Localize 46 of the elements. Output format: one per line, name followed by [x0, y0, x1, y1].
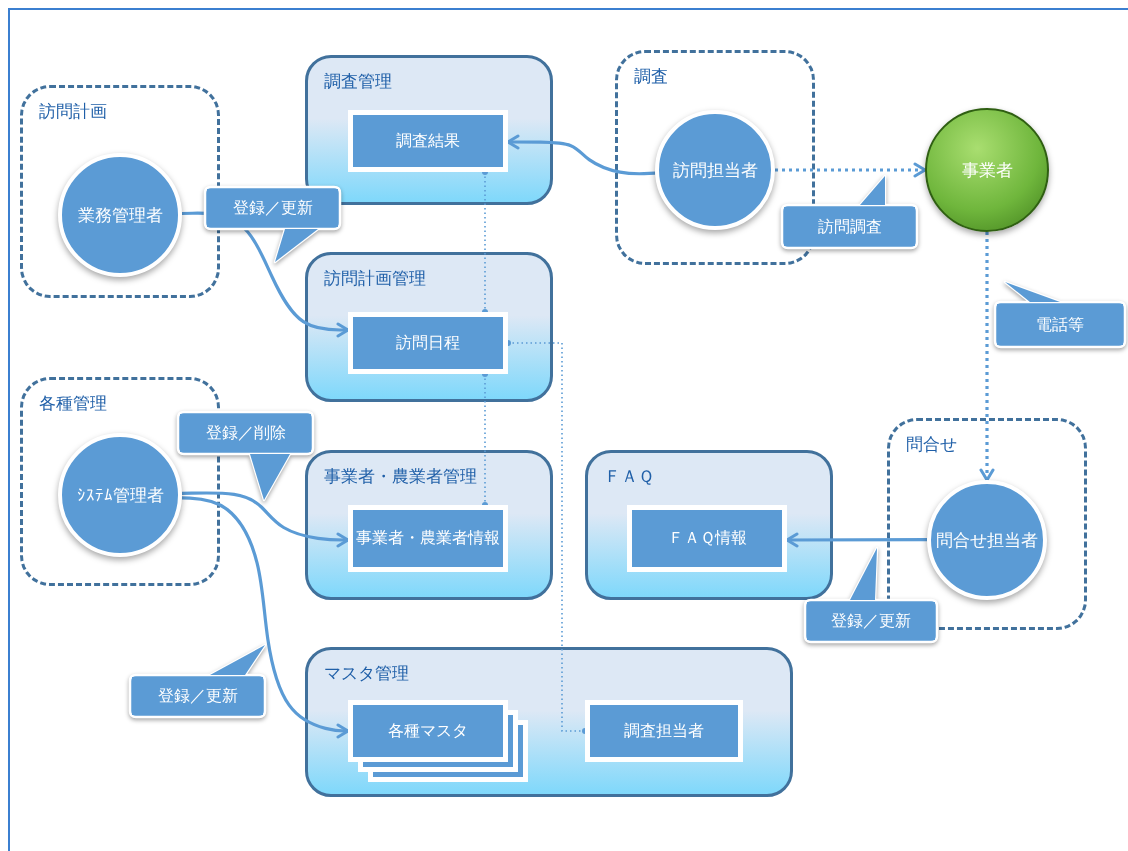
node-label: 事業者	[961, 158, 1013, 182]
group-title: 事業者・農業者管理	[324, 465, 477, 488]
node-label: ＦＡＱ情報	[667, 528, 747, 549]
node-label: 業務管理者	[77, 203, 163, 227]
group-title: 問合せ	[906, 433, 957, 456]
node-label: 調査結果	[396, 130, 460, 152]
arrow	[785, 532, 927, 548]
dotted-connector	[482, 169, 488, 315]
edge-label: 登録／更新	[157, 685, 238, 707]
node-label: ｼｽﾃﾑ管理者	[76, 483, 164, 507]
data-box	[348, 312, 508, 374]
data-box	[348, 110, 508, 172]
group-title: ＦＡＱ	[604, 465, 654, 488]
group-title: 調査管理	[324, 70, 392, 93]
dotted-connector	[505, 340, 588, 734]
group-title: 各種管理	[39, 392, 107, 415]
node-label: 訪問担当者	[672, 158, 758, 182]
arrow	[775, 162, 927, 178]
edge-label: 登録／更新	[232, 197, 313, 219]
node-label: 事業者・農業者情報	[356, 528, 500, 549]
node-label: 調査担当者	[624, 720, 704, 742]
module-panel	[305, 252, 553, 402]
module-panel	[305, 647, 793, 797]
module-panel	[305, 450, 553, 600]
group-title: マスタ管理	[324, 662, 409, 685]
module-panel	[585, 450, 833, 600]
group-title: 調査	[634, 65, 668, 88]
data-box	[348, 505, 508, 572]
arrow	[181, 491, 350, 548]
edge-label: 訪問調査	[817, 216, 882, 237]
arrow	[979, 232, 995, 482]
business-circle	[925, 108, 1049, 232]
node-label: 各種マスタ	[388, 720, 468, 742]
arrow	[506, 134, 656, 176]
node-label: 問合せ担当者	[936, 528, 1038, 552]
group-title: 訪問計画	[39, 100, 107, 123]
edge-label: 電話等	[1036, 314, 1084, 335]
data-box	[627, 505, 787, 572]
dashed-group-frame	[20, 85, 220, 298]
edge-label: 登録／削除	[205, 422, 286, 444]
data-box	[585, 700, 743, 762]
group-title: 訪問計画管理	[324, 267, 426, 290]
dotted-connector	[482, 371, 488, 508]
arrow	[181, 496, 350, 739]
edge-label: 登録／更新	[831, 610, 911, 632]
node-label: 訪問日程	[396, 332, 460, 354]
